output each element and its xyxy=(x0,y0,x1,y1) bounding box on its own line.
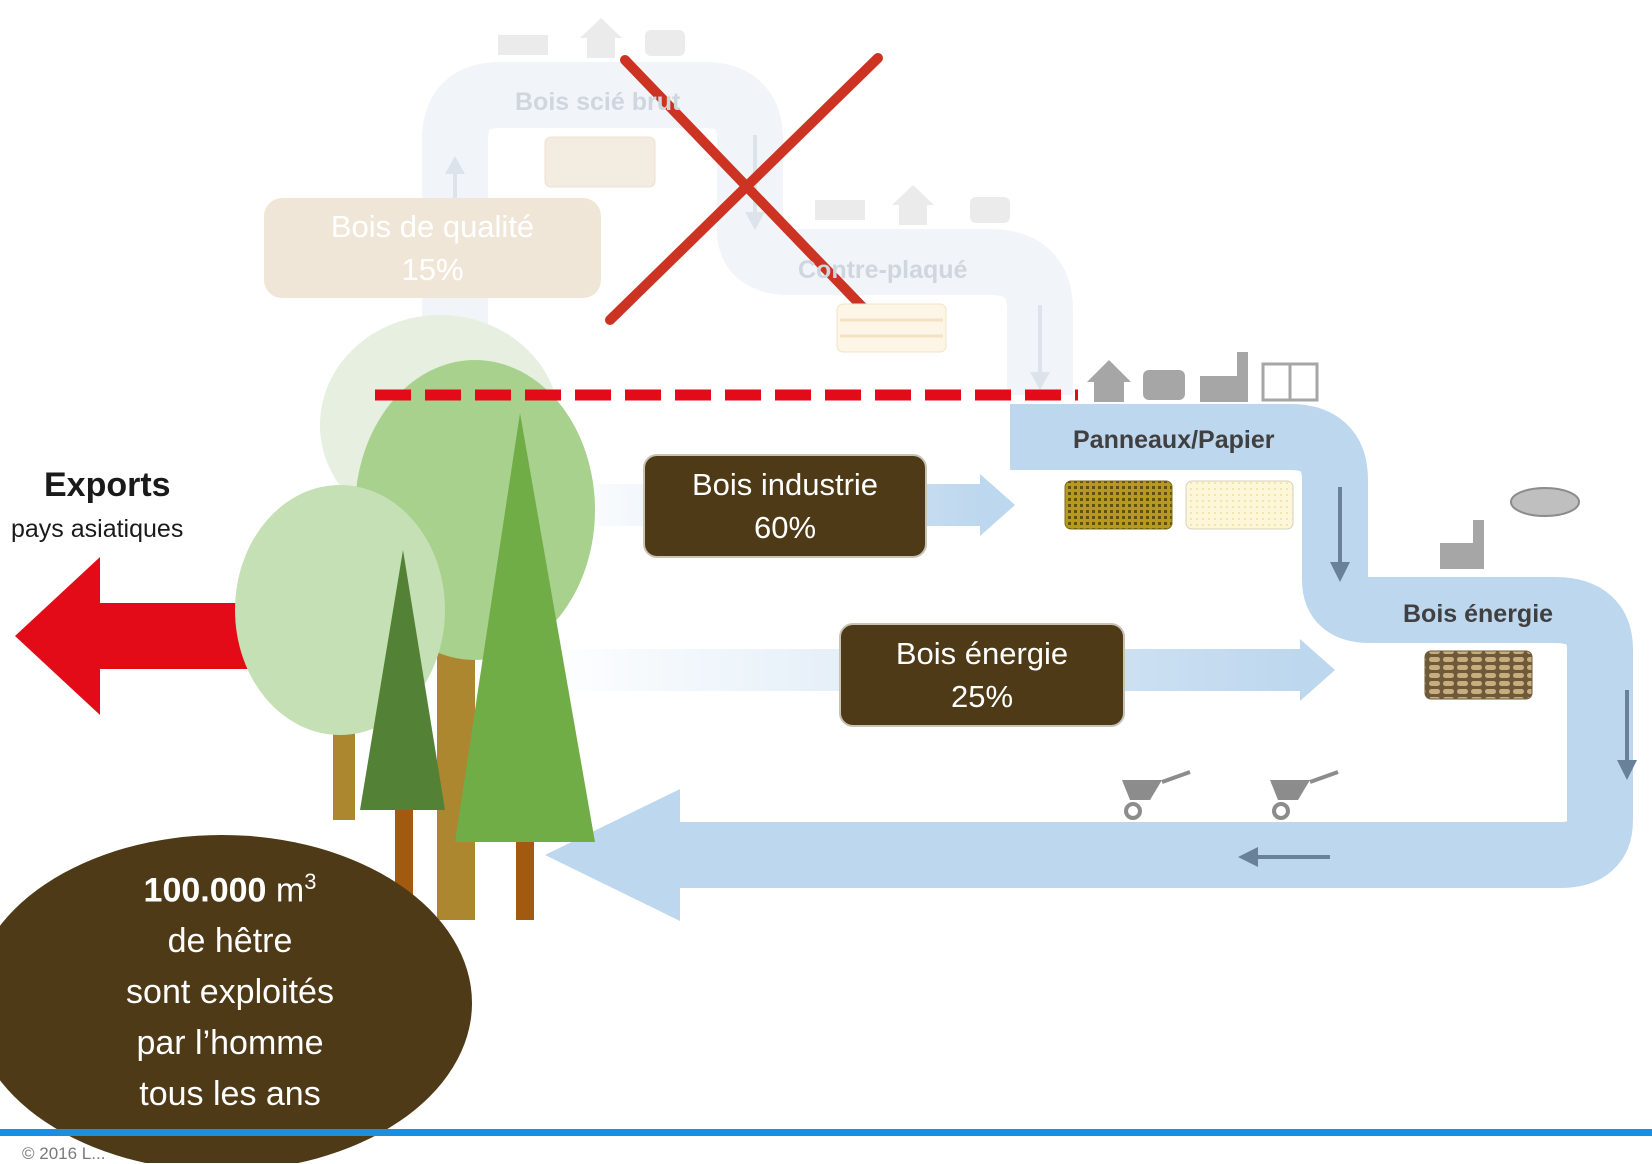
armchair-icon xyxy=(1143,370,1185,400)
quality-wood-label: Bois de qualité xyxy=(330,209,535,244)
main-flow-pipe xyxy=(660,404,1633,888)
pipe-direction-arrows xyxy=(1238,487,1637,867)
stat-line-4: tous les ans xyxy=(139,1075,321,1114)
stat-unit: m xyxy=(275,871,305,910)
export-arrow xyxy=(15,557,250,715)
energy-wood-box: Bois énergie 25% xyxy=(839,623,1125,727)
stat-amount-line: 100.000 m3 xyxy=(90,856,370,916)
stat-text: 100.000 m3 de hêtre sont exploités par l… xyxy=(90,856,370,1120)
copyright: © 2016 L... xyxy=(22,1144,106,1163)
stat-amount: 100.000 xyxy=(143,871,267,910)
panel-swatch xyxy=(1064,480,1173,530)
paper-swatch xyxy=(1185,480,1294,530)
stat-line-3: par l’homme xyxy=(136,1024,324,1063)
industry-wood-label: Bois industrie xyxy=(691,467,879,502)
quality-wood-box: Bois de qualité 15% xyxy=(264,198,601,298)
faded-usage-icons-top xyxy=(498,18,685,58)
usage-icons-energy xyxy=(1440,487,1580,569)
return-arrowhead xyxy=(545,789,680,921)
tree-trunk xyxy=(333,720,355,820)
stage-label-energy: Bois énergie xyxy=(1403,600,1554,628)
industry-wood-box: Bois industrie 60% xyxy=(643,454,927,558)
stat-line-1: de hêtre xyxy=(167,922,293,961)
bottom-bar xyxy=(0,1129,1652,1136)
energy-wood-label: Bois énergie xyxy=(895,636,1069,671)
faded-pipe-arrows xyxy=(445,135,1050,390)
conifer-dark xyxy=(360,550,445,810)
industry-stream-head xyxy=(980,474,1015,536)
conifer-green xyxy=(455,413,595,842)
quality-wood-pct: 15% xyxy=(401,252,464,287)
factory-icon xyxy=(1440,543,1484,569)
wheelbarrow-icon xyxy=(1270,770,1339,820)
sawn-wood-swatch xyxy=(544,136,656,188)
tree-trunk xyxy=(395,800,413,910)
energy-stream-head xyxy=(1300,639,1335,701)
energy-wood-pct: 25% xyxy=(950,679,1014,714)
faded-usage-icons-mid xyxy=(815,185,1010,225)
faded-flow-pipe xyxy=(422,62,1073,395)
pellet-swatch xyxy=(1424,650,1533,700)
factory-icon xyxy=(1237,352,1248,378)
usage-icons-panels xyxy=(1087,352,1319,402)
tree-trunk xyxy=(516,820,534,920)
industry-wood-pct: 60% xyxy=(753,510,817,545)
exports-subtitle: pays asiatiques xyxy=(11,515,184,543)
sawmill-icon xyxy=(498,35,548,55)
stat-circle xyxy=(0,835,472,1163)
crossed-out-mark xyxy=(605,53,883,325)
house-icon xyxy=(1087,360,1131,402)
stage-label-panels: Panneaux/Papier xyxy=(1073,426,1275,454)
armchair-icon xyxy=(645,30,685,56)
house-icon xyxy=(892,185,934,225)
stat-unit-exp: 3 xyxy=(304,869,317,894)
armchair-icon xyxy=(970,197,1010,223)
stage-label-plywood: Contre-plaqué xyxy=(798,256,968,284)
house-icon xyxy=(580,18,622,58)
factory-icon xyxy=(1200,376,1248,402)
smoke-cloud-icon xyxy=(1510,487,1580,517)
factory-icon xyxy=(1473,520,1484,546)
wheelbarrow-icons xyxy=(1122,770,1339,820)
plywood-swatch xyxy=(836,303,947,353)
stage-label-sawn: Bois scié brut xyxy=(515,88,681,116)
exports-title: Exports xyxy=(44,466,171,504)
wheelbarrow-icon xyxy=(1122,770,1191,820)
sawmill-icon xyxy=(815,200,865,220)
stat-line-2: sont exploités xyxy=(126,973,334,1012)
